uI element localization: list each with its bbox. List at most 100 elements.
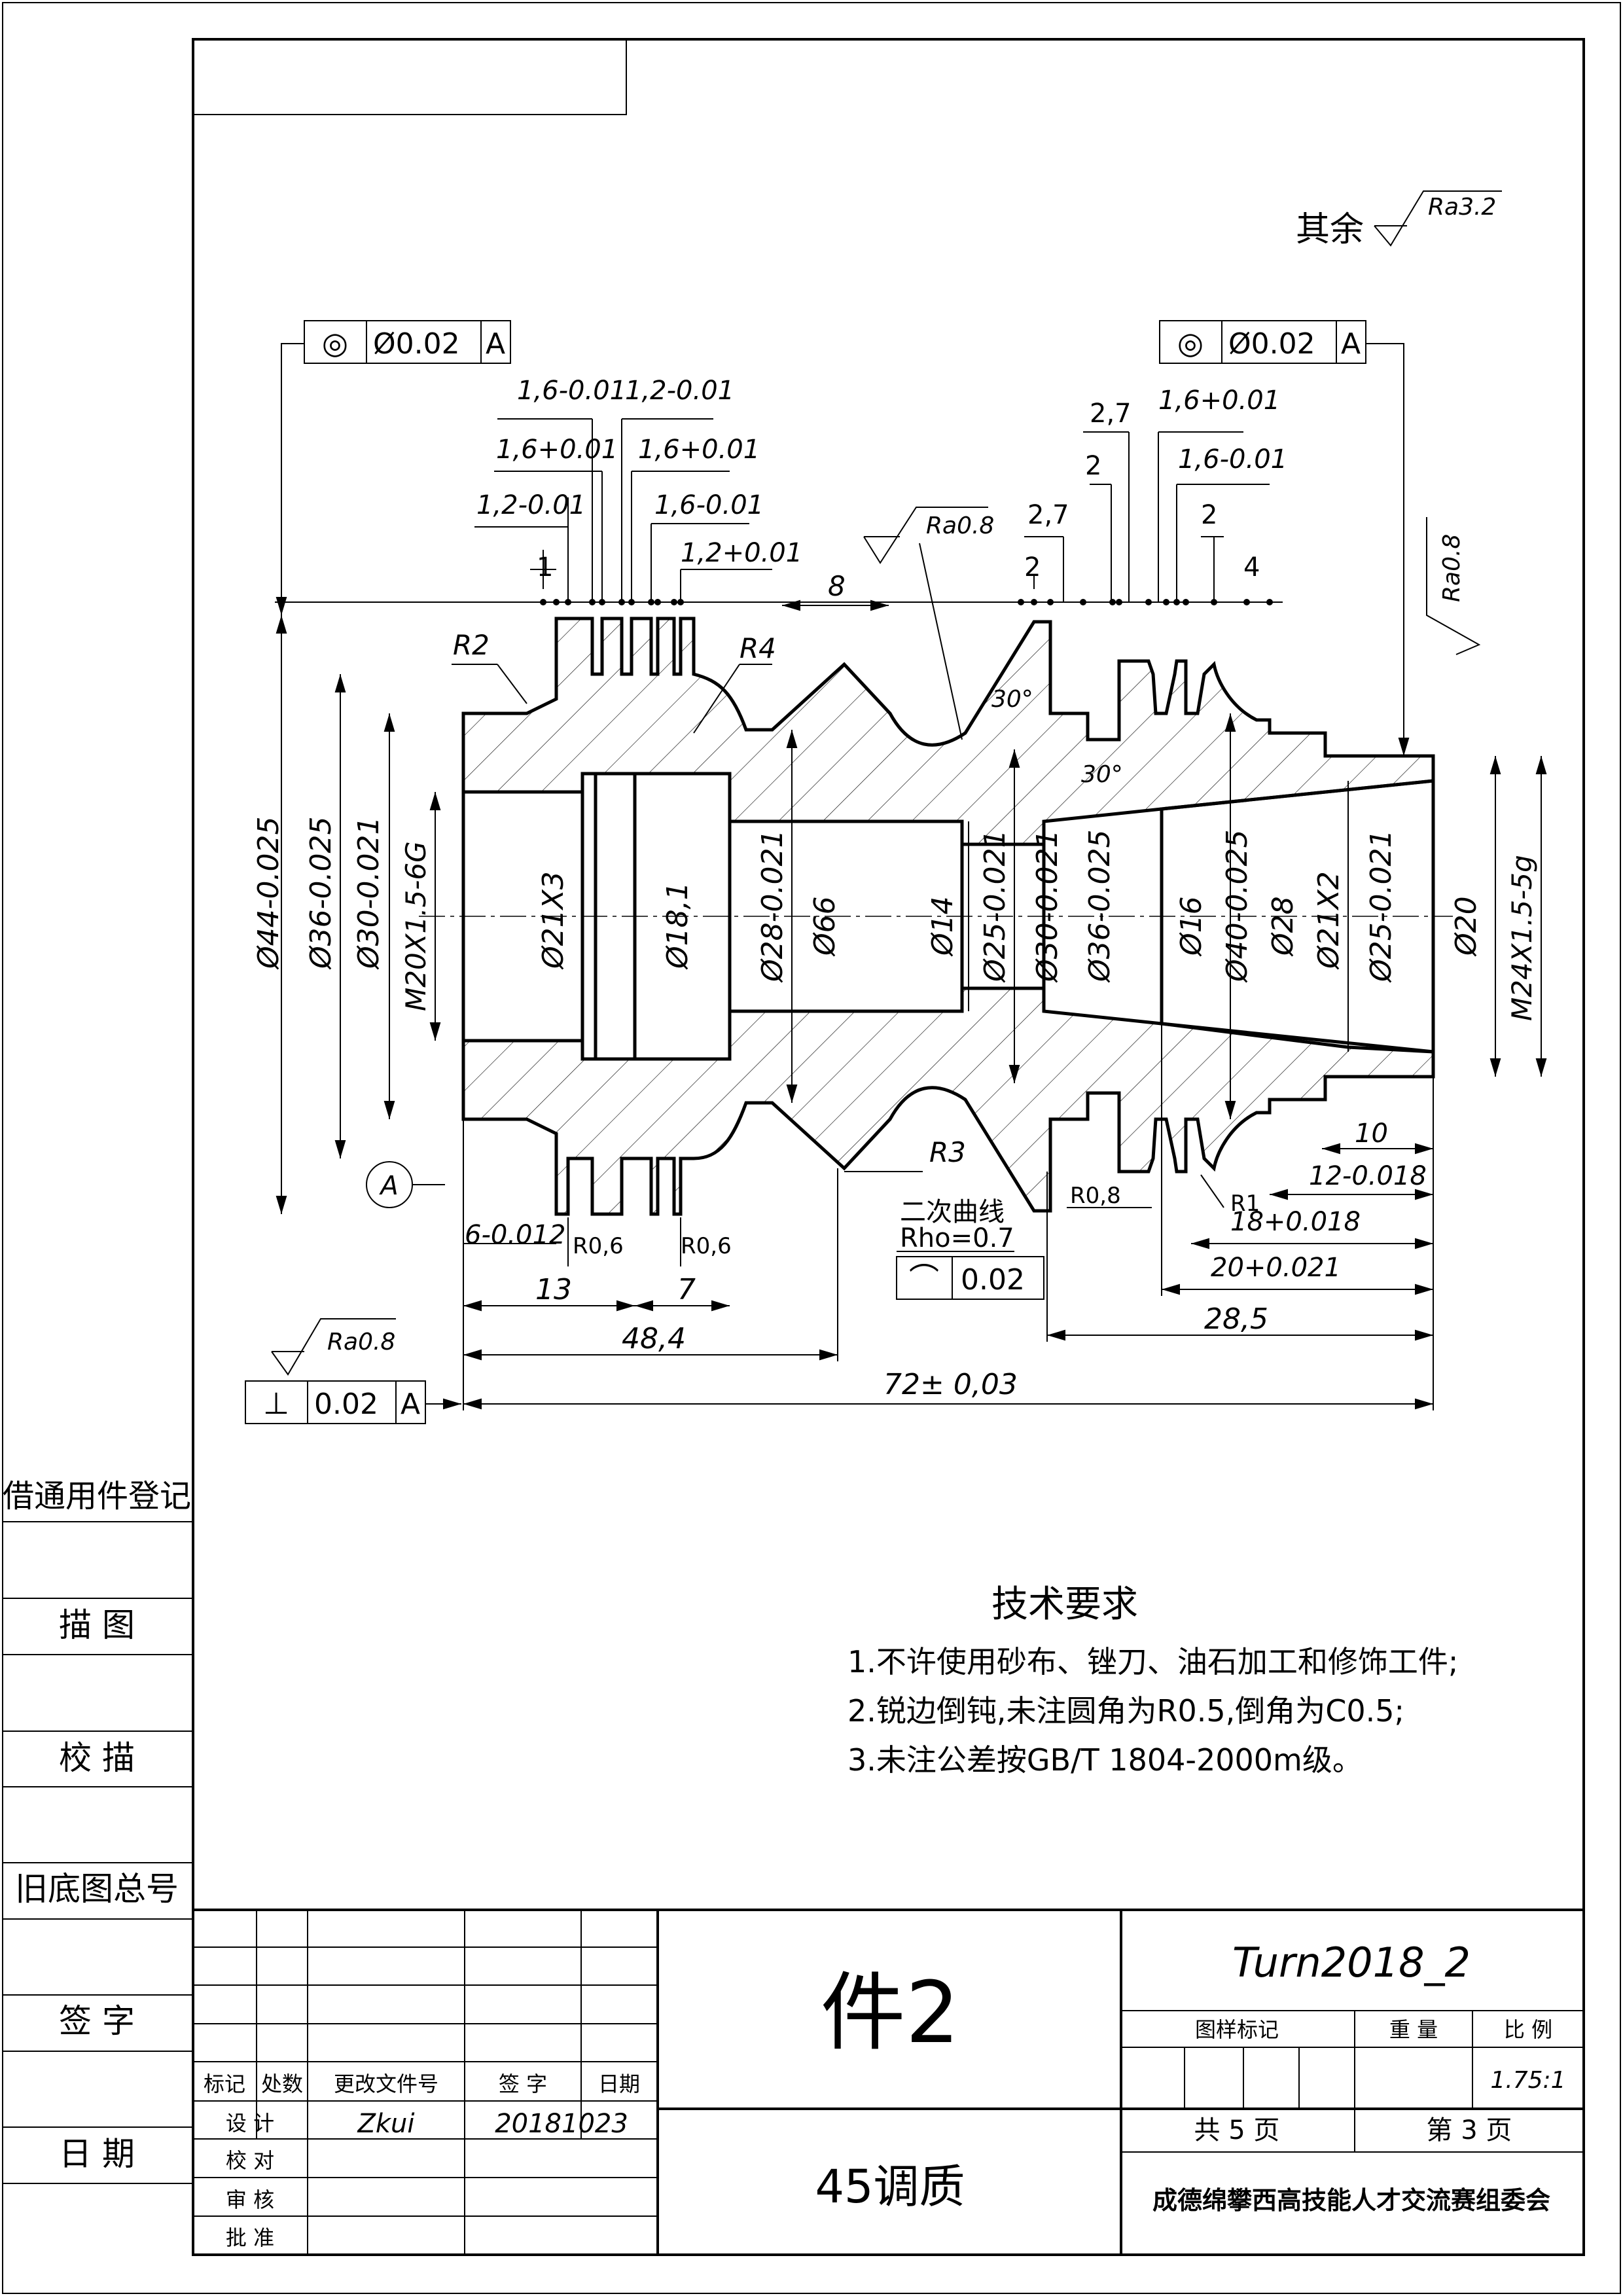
part-section (419, 617, 1453, 1216)
role-design: 设 计 (226, 2111, 274, 2136)
dim-tr-6: 2 (1201, 500, 1217, 530)
left-margin-table: 借通用件登记 描 图 校 描 旧底图总号 签 字 日 期 (3, 1478, 193, 2184)
dim-len-28-5: 28,5 (1204, 1302, 1268, 1336)
coax-left-value: Ø0.02 (373, 327, 460, 361)
dim-dia-18: Ø18,1 (661, 882, 694, 970)
profile-symbol: ⌒ (909, 1261, 939, 1297)
scale-label: 比 例 (1504, 2017, 1552, 2042)
dim-dia-20: Ø20 (1450, 896, 1483, 957)
hdr-count: 处数 (261, 2072, 303, 2096)
design-date: 20181023 (495, 2109, 628, 2139)
dim-tl-3: 1,6+0.01 (496, 435, 618, 465)
dim-dia-36: Ø36-0.025 (304, 817, 338, 970)
dim-r08: R0,8 (1070, 1183, 1121, 1209)
dim-dia-25-left: Ø25-0.021 (978, 830, 1012, 983)
margin-label-date: 日 期 (59, 2135, 135, 2173)
hdr-change-doc: 更改文件号 (334, 2072, 438, 2096)
bottom-dimensions: 6-0.012 R0,6 R0,6 13 7 48,4 72± 0,03 R3 … (463, 1024, 1434, 1410)
dim-r4: R4 (740, 632, 776, 664)
role-check: 校 对 (226, 2148, 274, 2173)
sheet-number: 第 3 页 (1427, 2115, 1512, 2145)
part-name: 件2 (821, 1963, 960, 2062)
dim-dia-16: Ø16 (1175, 896, 1208, 957)
datum-a: A (366, 1161, 445, 1208)
roughness-top-center: Ra0.8 (926, 512, 994, 539)
designer-name: Zkui (357, 2109, 414, 2139)
general-roughness-value: Ra3.2 (1428, 194, 1496, 221)
dim-tl-5: 1,2-0.01 (476, 490, 586, 520)
general-roughness-note: 其余 (1296, 210, 1364, 249)
dim-tl-4: 1,6+0.01 (638, 435, 760, 465)
margin-label-borrow: 借通用件登记 (3, 1478, 191, 1515)
dim-dia-30: Ø30-0.021 (352, 817, 385, 970)
hdr-mark: 标记 (204, 2072, 245, 2096)
roughness-bottom-left: Ra0.8 (327, 1329, 395, 1355)
coaxiality-frame-right: ◎ Ø0.02 A (1159, 320, 1410, 756)
dim-r2: R2 (453, 629, 490, 661)
dim-len-13: 13 (535, 1273, 572, 1306)
dim-thread-m20: M20X1.5-6G (400, 841, 432, 1011)
technical-requirements: 技术要求 1.不许使用砂布、锉刀、油石加工和修饰工件; 2.锐边倒钝,未注圆角为… (847, 1583, 1458, 1778)
dim-len-7: 7 (677, 1273, 696, 1306)
dim-thread-m24: M24X1.5-5g (1506, 855, 1538, 1021)
tech-item-2: 2.锐边倒钝,未注圆角为R0.5,倒角为C0.5; (847, 1693, 1404, 1729)
dim-len-48-4: 48,4 (622, 1322, 686, 1355)
dim-dia-36-right: Ø36-0.025 (1083, 830, 1116, 983)
dim-tl-7: 1,2+0.01 (681, 538, 802, 568)
dim-dia-44: Ø44-0.025 (252, 817, 285, 970)
dim-dia-21x2: Ø21X2 (1312, 871, 1346, 970)
dim-width-8: 8 (828, 570, 846, 602)
dim-angle-top: 30° (991, 686, 1033, 713)
dim-len-18: 18+0.018 (1230, 1207, 1361, 1237)
dim-len-12: 12-0.018 (1309, 1161, 1427, 1191)
coax-left-symbol: ◎ (322, 325, 348, 361)
dim-dia-28-bore: Ø28-0.021 (756, 830, 789, 983)
dim-tr-4: 1,6-0.01 (1178, 444, 1287, 475)
dim-dia-40: Ø40-0.025 (1221, 830, 1254, 983)
weight-label: 重 量 (1389, 2017, 1438, 2042)
coax-right-value: Ø0.02 (1228, 327, 1315, 361)
dim-angle-mid: 30° (1081, 761, 1123, 788)
margin-label-old-number: 旧底图总号 (15, 1870, 179, 1908)
general-roughness: 其余 Ra3.2 (1296, 190, 1502, 249)
profile-value: 0.02 (961, 1263, 1025, 1297)
tech-title: 技术要求 (991, 1583, 1138, 1626)
dim-tl-2: 1,2-0.01 (625, 376, 734, 406)
dim-tr-3: 2 (1085, 451, 1101, 481)
dim-dia-66: Ø66 (808, 896, 842, 957)
profile-frame: ⌒ 0.02 二次曲线 Rho=0.7 (896, 1197, 1044, 1300)
tech-item-3: 3.未注公差按GB/T 1804-2000m级。 (847, 1742, 1363, 1778)
organization: 成德绵攀西高技能人才交流赛组委会 (1152, 2186, 1550, 2215)
perp-datum: A (401, 1388, 420, 1421)
margin-label-check-trace: 校 描 (59, 1739, 135, 1777)
sheets-total: 共 5 页 (1194, 2115, 1280, 2145)
perp-value: 0.02 (314, 1388, 378, 1421)
dim-dia-14: Ø14 (926, 896, 959, 957)
top-dimensions: 1,6-0.01 1,2-0.01 1,6+0.01 1,6+0.01 1,2-… (275, 376, 1287, 788)
dim-r3: R3 (929, 1136, 966, 1168)
margin-label-trace: 描 图 (59, 1606, 135, 1644)
dim-groove-6: 6-0.012 (465, 1220, 565, 1250)
dim-r06-right: R0,6 (681, 1233, 732, 1259)
hdr-sign: 签 字 (499, 2072, 547, 2096)
hdr-date: 日期 (598, 2072, 640, 2096)
dim-tl-1: 1,6-0.01 (517, 376, 626, 406)
dim-len-10: 10 (1355, 1119, 1388, 1149)
curve-note-1: 二次曲线 (900, 1197, 1005, 1227)
roughness-symbols: Ra0.8 Ra0.8 Ra0.8 (271, 507, 1481, 1376)
dim-dia-28: Ø28 (1266, 896, 1300, 957)
dim-len-20: 20+0.021 (1211, 1253, 1341, 1283)
title-block: 标记 处数 更改文件号 签 字 日期 设 计 校 对 审 核 批 准 Zkui … (192, 1909, 1585, 2256)
dim-tr-7: 2 (1024, 552, 1041, 583)
margin-label-sign: 签 字 (59, 2002, 135, 2040)
dim-len-72: 72± 0,03 (883, 1368, 1018, 1401)
dim-dia-21x3: Ø21X3 (537, 871, 570, 970)
sample-mark-label: 图样标记 (1195, 2017, 1279, 2042)
dim-tl-6: 1,6-0.01 (654, 490, 764, 520)
coaxiality-frame-left: ◎ Ø0.02 A (276, 320, 511, 615)
role-approve: 批 准 (226, 2225, 274, 2250)
diameter-dimensions: Ø44-0.025 Ø36-0.025 Ø30-0.021 M20X1.5-6G… (252, 615, 1547, 1214)
dim-tr-8: 4 (1243, 552, 1260, 583)
role-review: 审 核 (226, 2187, 274, 2212)
